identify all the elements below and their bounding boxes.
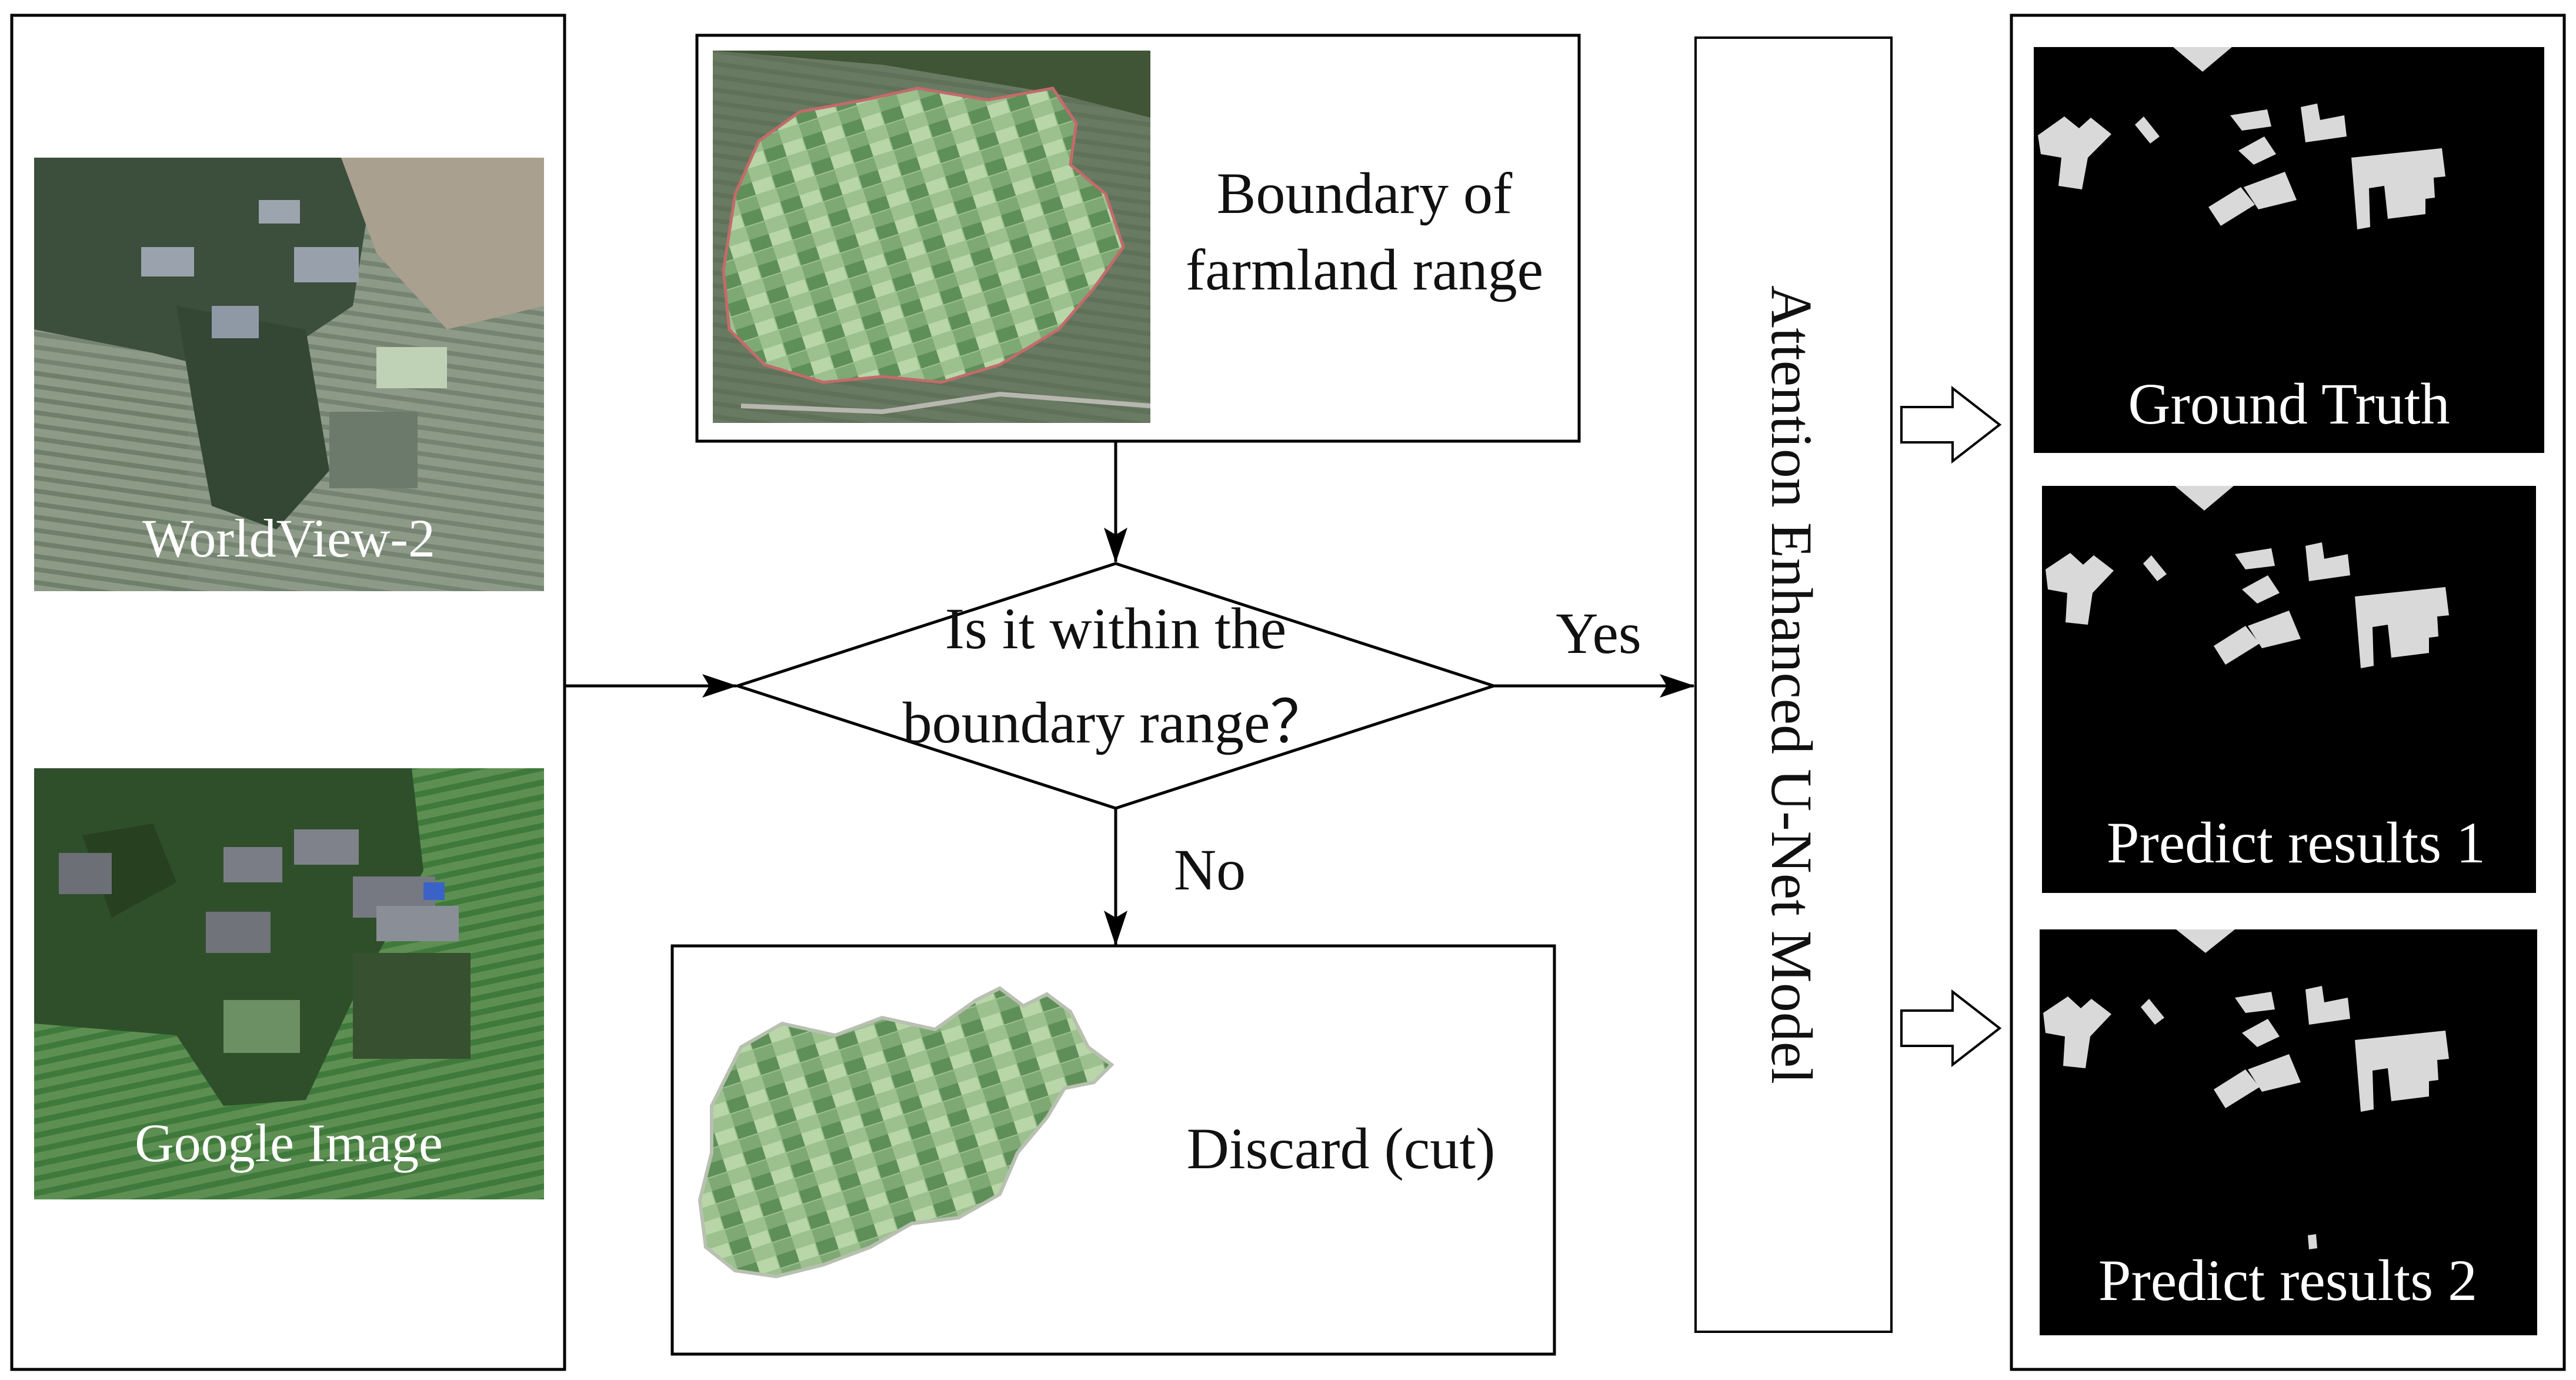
block-arrow-to-predictions xyxy=(1900,989,2002,1068)
yes-label: Yes xyxy=(1556,601,1641,666)
decision-text-line2: boundary range？ xyxy=(903,690,1329,755)
predict-results-1-panel: Predict results 1 xyxy=(2042,486,2536,893)
no-label: No xyxy=(1174,837,1246,902)
google-image xyxy=(34,768,544,1199)
model-box xyxy=(1694,36,1893,1333)
boundary-label-line1: Boundary of xyxy=(1217,161,1513,226)
predict-results-2-buildings xyxy=(2043,929,2449,1249)
farmland-boundary-image xyxy=(713,51,1150,423)
model-label: Attention Enhanced U-Net Model xyxy=(1759,285,1824,1084)
ground-truth-buildings xyxy=(2038,47,2445,229)
discarded-farmland-image xyxy=(698,986,1115,1279)
predict-results-1-label: Predict results 1 xyxy=(2107,810,2485,875)
decision-text-line1: Is it within the xyxy=(945,596,1287,661)
discard-label: Discard (cut) xyxy=(1187,1116,1496,1181)
predict-results-2-label: Predict results 2 xyxy=(2098,1248,2477,1313)
predict-results-1-buildings xyxy=(2046,486,2449,668)
boundary-label-line2: farmland range xyxy=(1186,237,1543,302)
ground-truth-panel: Ground Truth xyxy=(2034,47,2544,453)
worldview2-label: WorldView-2 xyxy=(142,508,435,568)
predict-results-2-panel: Predict results 2 xyxy=(2040,929,2537,1335)
block-arrow-to-ground-truth xyxy=(1900,385,2002,464)
worldview2-image xyxy=(34,158,544,591)
google-image-label: Google Image xyxy=(135,1113,443,1173)
ground-truth-label: Ground Truth xyxy=(2128,371,2450,436)
